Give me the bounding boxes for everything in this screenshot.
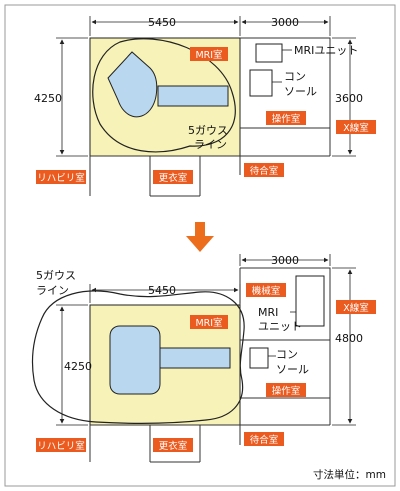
bottom-tag-control-bg	[266, 383, 306, 397]
top-tag-xray: X線室	[343, 122, 369, 134]
outer-frame	[4, 4, 396, 487]
bottom-tag-locker: 更衣室	[159, 440, 188, 452]
bottom-tag-locker-bg	[153, 438, 193, 452]
top-dim-3000: 3000	[271, 16, 299, 29]
bottom-tag-machine-bg	[246, 283, 286, 297]
bottom-tag-control: 操作室	[272, 385, 301, 397]
down-arrow-icon	[186, 222, 214, 252]
bottom-dim-4250: 4250	[64, 360, 92, 373]
top-gauss-label-1: 5ガウス	[188, 124, 228, 137]
bottom-dim-5450: 5450	[148, 284, 176, 297]
top-magnet-gantry	[107, 51, 158, 118]
top-tag-mri-bg	[190, 47, 228, 61]
bottom-tag-mri: MRI室	[195, 317, 222, 329]
bottom-tag-machine: 機械室	[252, 285, 281, 297]
unit-note: 寸法単位：mm	[313, 468, 386, 481]
top-dim-3600: 3600	[335, 92, 363, 105]
bottom-dim-4800: 4800	[335, 332, 363, 345]
bottom-tag-xray-bg	[336, 300, 376, 314]
top-console-label-1: コン	[284, 70, 306, 83]
bottom-tag-rehab: リハビリ室	[37, 440, 85, 452]
bottom-gauss-line	[31, 290, 245, 424]
top-dim-5450: 5450	[148, 16, 176, 29]
top-tag-waiting-bg	[244, 163, 284, 177]
top-dim-4250: 4250	[34, 92, 62, 105]
top-mri-unit-label: MRIユニット	[294, 44, 358, 57]
bottom-tag-xray: X線室	[343, 302, 369, 314]
panel-before: 5450 3000 4250 3600 MRIユニット コン ソール 5ガウス …	[34, 16, 376, 197]
bottom-gauss-label-1: 5ガウス	[36, 269, 76, 282]
top-tag-locker-bg	[153, 170, 193, 184]
top-mri-unit-box	[255, 43, 283, 63]
top-console-box	[249, 69, 273, 97]
bottom-console-label-1: コン	[276, 348, 298, 361]
bottom-tag-waiting-bg	[244, 432, 284, 446]
bottom-magnet-table	[159, 347, 231, 369]
top-tag-rehab-bg	[36, 170, 86, 184]
top-tag-control: 操作室	[272, 113, 301, 125]
bottom-gauss-label-2: ライン	[36, 284, 69, 297]
top-console-label-2: ソール	[284, 85, 317, 98]
bottom-mri-unit-box	[295, 275, 325, 327]
bottom-mri-label-1: MRI	[258, 306, 278, 319]
bottom-dim-3000: 3000	[271, 254, 299, 267]
top-gauss-label-2: ライン	[194, 138, 227, 151]
top-magnet-table	[157, 85, 229, 107]
top-tag-mri: MRI室	[195, 49, 222, 61]
top-tag-locker: 更衣室	[159, 172, 188, 184]
top-right-room-wall	[240, 37, 331, 156]
top-tag-control-bg	[266, 111, 306, 125]
bottom-tag-mri-bg	[190, 315, 228, 329]
top-tag-waiting: 待合室	[250, 165, 279, 177]
bottom-magnet-gantry	[109, 325, 161, 395]
panel-after: 3000 5450 4250 4800 5ガウス ライン MRI ユニット コン…	[31, 254, 376, 463]
bottom-console-label-2: ソール	[276, 363, 309, 376]
bottom-mri-label-2: ユニット	[258, 320, 302, 333]
bottom-tag-rehab-bg	[36, 438, 86, 452]
bottom-tag-waiting: 待合室	[250, 434, 279, 446]
bottom-right-room-wall	[240, 267, 331, 425]
bottom-console-box	[249, 347, 269, 369]
top-tag-rehab: リハビリ室	[37, 172, 85, 184]
top-tag-xray-bg	[336, 120, 376, 134]
